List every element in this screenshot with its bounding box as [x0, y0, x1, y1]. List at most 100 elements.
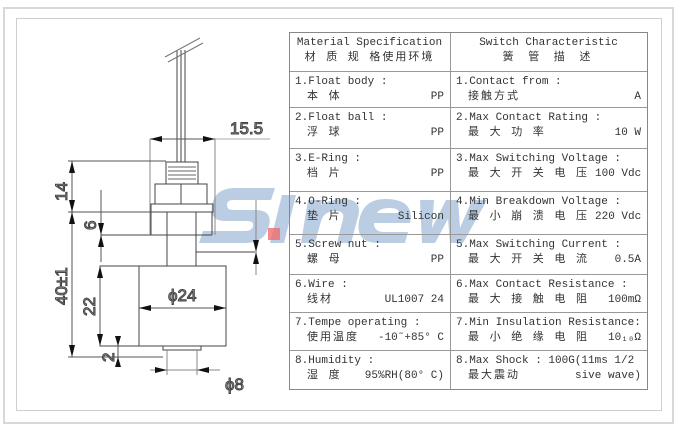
item-second-line: 最 小 崩 溃 电 压 220 Vdc — [456, 210, 641, 225]
hex-nut — [154, 183, 208, 205]
item-label-cn: 最 大 接 触 电 阻 — [468, 294, 590, 306]
item-value: A — [634, 91, 641, 103]
switch-cell: 1.Contact from : 接触方式 A — [451, 72, 647, 107]
item-value: PP — [430, 91, 444, 103]
inner-frame — [16, 18, 662, 411]
item-label-cn: 最 大 开 关 电 压 — [468, 168, 590, 180]
table-row: 3.E-Ring : 档 片 PP 3.Max Switching Voltage :… — [290, 148, 647, 191]
item-value: 220 Vdc — [595, 211, 642, 223]
switch-cell: 7.Min Insulation Resistance: 最 小 绝 缘 电 阻 1… — [451, 313, 647, 350]
dim-float-diameter: ϕ24 — [168, 286, 196, 305]
item-value: sive wave) — [574, 370, 641, 382]
item-value: Silicon — [397, 211, 444, 223]
item-label: 4.Min Breakdown Voltage : — [456, 196, 622, 208]
material-cell: 4.O-Ring : 垫 片 Silicon — [290, 192, 451, 234]
item-value: 0.5A — [614, 254, 641, 266]
washer — [150, 203, 214, 213]
item-second-line: 最大震动 sive wave) — [456, 369, 641, 384]
item-label-cn: 最 大 功 率 — [468, 127, 546, 139]
item-second-line: 最 大 功 率 10 W — [456, 126, 641, 141]
item-value: 95%RH(80° C) — [364, 370, 444, 382]
stem — [101, 211, 255, 267]
item-second-line: 使用温度 -10˜+85° C — [295, 331, 444, 346]
specification-table: Material Specification 材 质 规 格使用环境 Switc… — [289, 32, 648, 390]
item-value: PP — [430, 168, 444, 180]
item-label-cn: 垫 片 — [307, 211, 342, 223]
item-label: 2.Max Contact Rating : — [456, 112, 602, 124]
item-value: UL1007 24 — [384, 294, 444, 306]
table-row: 7.Tempe operating : 使用温度 -10˜+85° C 7.Min I… — [290, 312, 647, 350]
item-label: 1.Float body : — [295, 76, 388, 88]
item-label: 6.Wire : — [295, 279, 348, 291]
item-label: 3.E-Ring : — [295, 153, 362, 165]
item-second-line: 垫 片 Silicon — [295, 210, 444, 225]
header-en: Switch Characteristic — [479, 37, 618, 49]
header-cn: 簧 管 描 述 — [502, 52, 595, 64]
item-label: 8.Max Shock : 100G(11ms 1/2 — [456, 355, 635, 367]
item-label: 7.Tempe operating : — [295, 317, 421, 329]
table-row: 6.Wire : 线材 UL1007 24 6.Max Contact Resista… — [290, 274, 647, 312]
item-label-cn: 档 片 — [307, 168, 342, 180]
item-label: 2.Float ball : — [295, 112, 388, 124]
switch-cell: 8.Max Shock : 100G(11ms 1/2 最大震动 sive wave… — [451, 351, 647, 389]
item-label-cn: 最 小 绝 缘 电 阻 — [468, 332, 590, 344]
item-label-cn: 线材 — [307, 294, 333, 306]
item-label: 6.Max Contact Resistance : — [456, 279, 628, 291]
dimension-lines — [68, 138, 270, 375]
switch-cell: 4.Min Breakdown Voltage : 最 小 崩 溃 电 压 220 … — [451, 192, 647, 234]
dim-total-height: 40±1 — [52, 267, 71, 305]
item-second-line: 湿 度 95%RH(80° C) — [295, 369, 444, 384]
dimension-arrows — [69, 136, 259, 373]
dim-bottom-diameter: ϕ8 — [225, 375, 244, 394]
item-value: 100 Vdc — [595, 168, 642, 180]
item-label-cn: 浮 球 — [307, 127, 342, 139]
item-label: 5.Screw nut : — [295, 239, 381, 251]
item-value: 10₁₀Ω — [607, 332, 641, 344]
item-value: -10˜+85° C — [377, 332, 444, 344]
dim-thread-height: 14 — [52, 182, 71, 201]
item-value: 100mΩ — [607, 294, 641, 306]
item-second-line: 接触方式 A — [456, 90, 641, 105]
switch-characteristic-header: Switch Characteristic 簧 管 描 述 — [451, 33, 647, 71]
item-second-line: 档 片 PP — [295, 167, 444, 182]
dim-bottom-gap: 2 — [99, 353, 118, 362]
logo-letter-e — [358, 199, 411, 243]
item-value: PP — [430, 254, 444, 266]
item-label-cn: 最 小 崩 溃 电 压 — [468, 211, 590, 223]
logo-letter-w — [420, 200, 487, 243]
dim-flange: 6 — [81, 221, 100, 230]
material-spec-header: Material Specification 材 质 规 格使用环境 — [290, 33, 451, 71]
item-value: 10 W — [614, 127, 641, 139]
item-label-cn: 湿 度 — [307, 370, 342, 382]
cable — [164, 37, 204, 162]
item-label: 7.Min Insulation Resistance: — [456, 317, 641, 329]
material-cell: 7.Tempe operating : 使用温度 -10˜+85° C — [290, 313, 451, 350]
material-cell: 3.E-Ring : 档 片 PP — [290, 149, 451, 191]
switch-cell: 2.Max Contact Rating : 最 大 功 率 10 W — [451, 108, 647, 148]
item-value: PP — [430, 127, 444, 139]
item-label: 5.Max Switching Current : — [456, 239, 622, 251]
item-label-cn: 接触方式 — [468, 91, 520, 103]
table-row: 2.Float ball : 浮 球 PP 2.Max Contact Rating … — [290, 107, 647, 148]
table-row: 8.Humidity : 湿 度 95%RH(80° C) 8.Max Shock :… — [290, 350, 647, 389]
header-en: Material Specification — [296, 37, 443, 49]
table-header-row: Material Specification 材 质 规 格使用环境 Switc… — [290, 33, 647, 71]
dim-float-height: 22 — [80, 297, 99, 316]
item-second-line: 浮 球 PP — [295, 126, 444, 141]
item-label: 4.O-Ring : — [295, 196, 362, 208]
material-cell: 6.Wire : 线材 UL1007 24 — [290, 275, 451, 312]
item-label: 8.Humidity : — [295, 355, 375, 367]
item-label-cn: 使用温度 — [307, 332, 359, 344]
item-label: 1.Contact from : — [456, 76, 562, 88]
item-second-line: 最 大 接 触 电 阻 100mΩ — [456, 293, 641, 308]
item-label-cn: 最大震动 — [468, 370, 520, 382]
switch-cell: 6.Max Contact Resistance : 最 大 接 触 电 阻 100… — [451, 275, 647, 312]
thread — [165, 161, 199, 185]
